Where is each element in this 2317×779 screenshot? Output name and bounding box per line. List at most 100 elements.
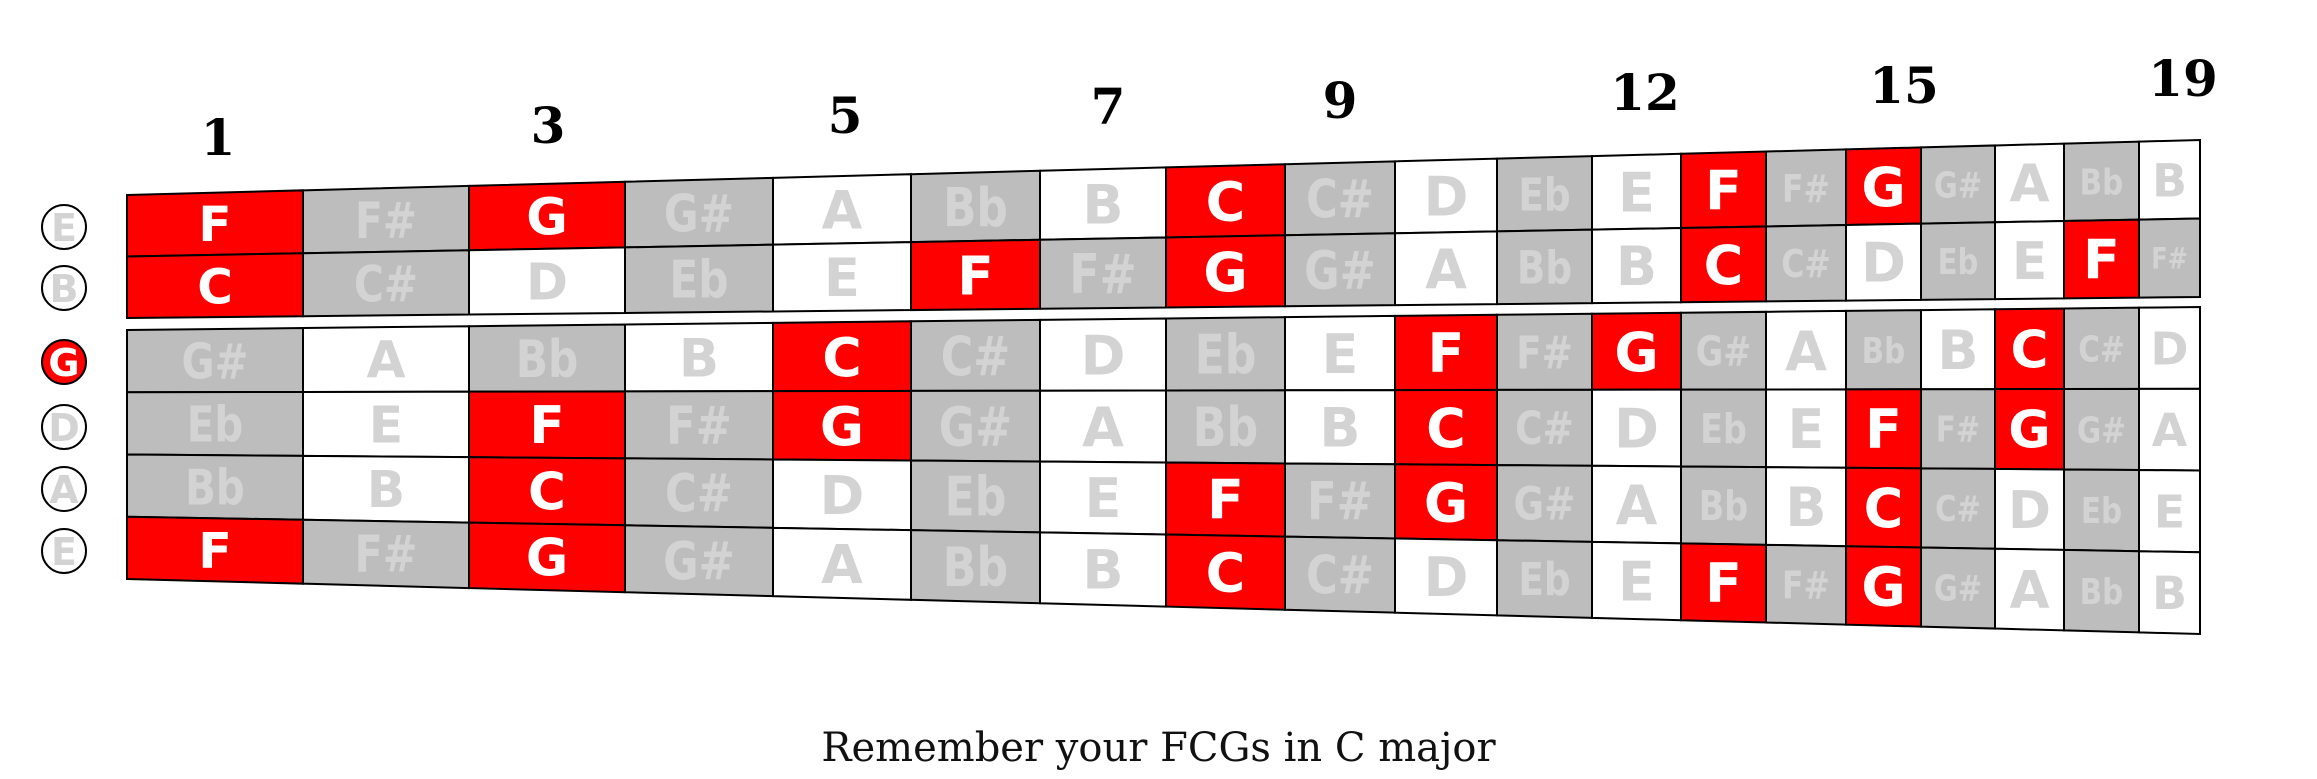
note-label: G# <box>1513 477 1575 531</box>
note-label: D <box>2008 481 2051 541</box>
note-label: E <box>1618 550 1655 613</box>
note-label: Bb <box>1193 396 1258 459</box>
note-label: B <box>1082 539 1123 602</box>
note-label: G <box>1424 471 1468 534</box>
note-label: A <box>1425 238 1467 301</box>
note-label: E <box>2154 485 2185 538</box>
note-label: G# <box>663 531 735 592</box>
note-label: G# <box>1934 165 1982 207</box>
note-label: E <box>1322 323 1359 386</box>
open-string-note: G <box>48 341 79 385</box>
note-label: F# <box>1782 563 1830 608</box>
note-label: F# <box>1307 472 1373 533</box>
note-label: F <box>1428 322 1465 385</box>
note-label: Bb <box>943 177 1008 239</box>
note-label: C# <box>1306 545 1374 606</box>
note-label: F <box>1705 159 1742 222</box>
note-label: C <box>1206 171 1246 234</box>
note-label: F <box>198 197 231 253</box>
note-label: G# <box>2077 408 2126 451</box>
note-label: A <box>2009 561 2049 621</box>
open-string-note: A <box>49 468 79 512</box>
note-label: C <box>197 259 233 315</box>
fret-number: 1 <box>201 108 236 167</box>
note-label: G# <box>664 184 734 244</box>
note-label: G <box>1614 321 1658 384</box>
note-label: C# <box>1515 401 1574 455</box>
open-string-circle <box>41 466 87 512</box>
note-label: E <box>1085 467 1122 530</box>
note-label: D <box>1081 324 1126 387</box>
note-label: D <box>1424 546 1469 609</box>
note-label: G# <box>939 395 1012 458</box>
note-label: F# <box>355 192 417 250</box>
note-label: D <box>1614 397 1659 460</box>
note-label: C <box>822 326 861 389</box>
note-label: A <box>2152 404 2188 457</box>
note-label: B <box>367 460 405 519</box>
note-label: B <box>1785 476 1826 539</box>
note-label: D <box>526 253 568 312</box>
note-label: A <box>1082 396 1124 459</box>
note-label: G <box>1861 156 1905 219</box>
note-label: G <box>1861 556 1905 619</box>
note-label: B <box>1319 396 1360 459</box>
note-label: F# <box>1782 167 1830 212</box>
note-label: Eb <box>1518 168 1570 222</box>
note-label: Bb <box>1862 329 1906 372</box>
note-label: G# <box>1304 241 1376 302</box>
note-label: C <box>1206 541 1246 604</box>
open-string-circle <box>41 528 87 574</box>
note-label: A <box>1785 320 1827 383</box>
open-string-circle <box>41 404 87 450</box>
fret-number: 9 <box>1323 71 1358 130</box>
open-string-circle <box>41 339 87 385</box>
note-label: C# <box>1781 242 1830 287</box>
note-label: C <box>528 462 566 522</box>
note-label: Bb <box>2080 161 2124 204</box>
note-label: Eb <box>1195 323 1257 386</box>
note-label: C# <box>1935 488 1981 530</box>
note-label: C# <box>2078 328 2124 371</box>
fret-number: 19 <box>2148 49 2218 108</box>
note-label: F <box>1865 398 1902 461</box>
note-label: G# <box>182 332 249 390</box>
note-label: G <box>526 529 568 589</box>
fret-cell <box>2138 217 2201 299</box>
note-label: A <box>821 533 863 596</box>
open-string-circle <box>41 265 87 311</box>
fret-cell <box>2138 550 2201 636</box>
note-label: F# <box>1516 326 1573 380</box>
note-label: G <box>820 395 864 458</box>
note-label: F# <box>666 396 732 457</box>
note-label: E <box>824 248 860 309</box>
note-label: G <box>1203 241 1247 304</box>
note-label: Bb <box>1699 482 1748 530</box>
note-label: Bb <box>516 330 579 390</box>
note-label: F# <box>2151 242 2188 276</box>
note-label: D <box>1861 232 1906 295</box>
note-label: C# <box>941 325 1011 388</box>
note-label: A <box>822 181 863 242</box>
note-label: C# <box>354 256 418 314</box>
note-label: E <box>2012 232 2047 292</box>
note-label: F <box>2083 229 2120 292</box>
note-label: C <box>2011 321 2049 381</box>
note-label: A <box>2009 155 2049 215</box>
open-string-note: D <box>48 406 80 450</box>
note-label: C# <box>665 464 733 525</box>
note-label: F# <box>355 525 418 584</box>
open-string-note: E <box>51 206 77 250</box>
open-string-note: B <box>50 267 79 311</box>
note-label: Eb <box>945 465 1007 528</box>
note-label: B <box>679 328 719 389</box>
note-label: C# <box>1306 169 1374 230</box>
note-label: B <box>2152 567 2187 620</box>
note-label: D <box>1424 166 1469 229</box>
note-label: G# <box>1696 327 1751 375</box>
note-label: A <box>366 331 405 390</box>
note-label: B <box>1082 173 1123 236</box>
fret-number: 12 <box>1610 63 1680 122</box>
